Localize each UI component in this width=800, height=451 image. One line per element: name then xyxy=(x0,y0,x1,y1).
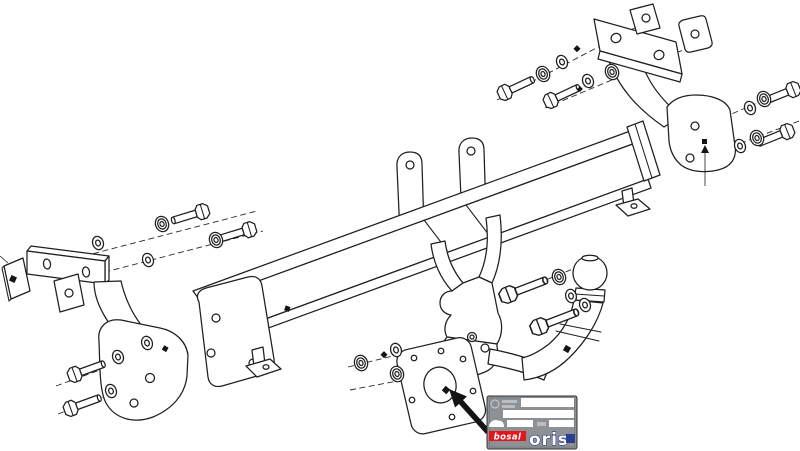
bolt-hole xyxy=(653,49,665,61)
washer xyxy=(579,72,597,90)
washer xyxy=(90,234,106,252)
ball-flat-top xyxy=(581,254,599,262)
brand-badge xyxy=(489,431,526,441)
type-label-plate: bosal oris xyxy=(486,395,578,451)
bolt-hole xyxy=(206,348,216,358)
socket-mounting-plate xyxy=(396,337,487,435)
beam-right-end-plate xyxy=(666,94,736,173)
captive-bolt-mark xyxy=(9,275,17,283)
bolt-hole xyxy=(410,354,418,362)
flange-nut xyxy=(152,213,172,235)
stud-mark xyxy=(573,45,581,53)
flange-nut xyxy=(754,88,774,110)
flange-nut xyxy=(549,266,569,288)
bolt-hole xyxy=(690,29,700,39)
bolt-hole xyxy=(408,396,416,404)
right-mounting-bracket xyxy=(593,3,713,128)
label-field xyxy=(521,398,574,407)
left-support-plate xyxy=(98,319,189,421)
bolt-hole xyxy=(459,355,467,363)
car-silhouette-icon xyxy=(489,420,504,427)
approval-mark-icon xyxy=(490,399,500,409)
bolt-hole xyxy=(437,347,445,355)
hex-bolt xyxy=(496,271,551,306)
tow-ball xyxy=(572,257,608,291)
wordmark-tail-block xyxy=(566,434,575,443)
hex-bolt xyxy=(61,389,105,419)
bolt-hole xyxy=(480,343,490,353)
weld-stud-mark xyxy=(702,139,707,144)
swan-neck xyxy=(521,299,604,381)
slot-hole xyxy=(42,258,52,270)
bolt-hole xyxy=(144,372,156,384)
hex-bolt xyxy=(494,71,538,103)
fasteners xyxy=(61,45,800,419)
label-field xyxy=(549,420,574,427)
slot-hole xyxy=(81,266,91,278)
stud-mark xyxy=(577,86,583,92)
weld-stud-mark xyxy=(284,305,291,312)
brand-wordmark: oris xyxy=(529,430,569,450)
bolt-hole xyxy=(211,313,221,323)
label-field xyxy=(503,410,574,418)
bolt-hole xyxy=(685,153,695,163)
left-end-spacer-plate xyxy=(3,257,31,300)
brand-badge-text: bosal xyxy=(494,433,522,443)
weld-stud-mark xyxy=(161,345,169,353)
bolt-hole xyxy=(469,387,477,395)
bolt-hole xyxy=(610,32,622,44)
bolt-hole xyxy=(262,364,270,370)
bolt-hole xyxy=(466,146,476,156)
crossbar-beam xyxy=(192,94,736,388)
washer xyxy=(553,53,571,71)
flange-nut xyxy=(206,229,226,251)
bolt-hole xyxy=(630,203,638,209)
left-mounting-bracket xyxy=(0,245,189,421)
leader-arrowhead xyxy=(701,145,709,153)
bolt-hole xyxy=(405,160,415,170)
label-field xyxy=(507,420,533,427)
bolt-hole xyxy=(448,413,456,421)
stud-mark xyxy=(380,351,388,359)
bolt-hole xyxy=(641,13,651,23)
socket-center-hole xyxy=(423,366,457,404)
hex-bolt xyxy=(540,79,584,111)
bolt-hole xyxy=(64,288,74,298)
flange-nut xyxy=(533,63,553,85)
washer xyxy=(140,251,156,269)
wishbone-body xyxy=(439,276,503,345)
weld-stud-mark xyxy=(441,385,451,395)
weld-stud-mark xyxy=(562,344,572,354)
washer xyxy=(741,99,759,117)
bolt-hole xyxy=(129,398,139,408)
bolt-hole xyxy=(690,121,700,131)
flange-nut xyxy=(351,352,371,374)
pointer-arrow xyxy=(449,389,490,434)
